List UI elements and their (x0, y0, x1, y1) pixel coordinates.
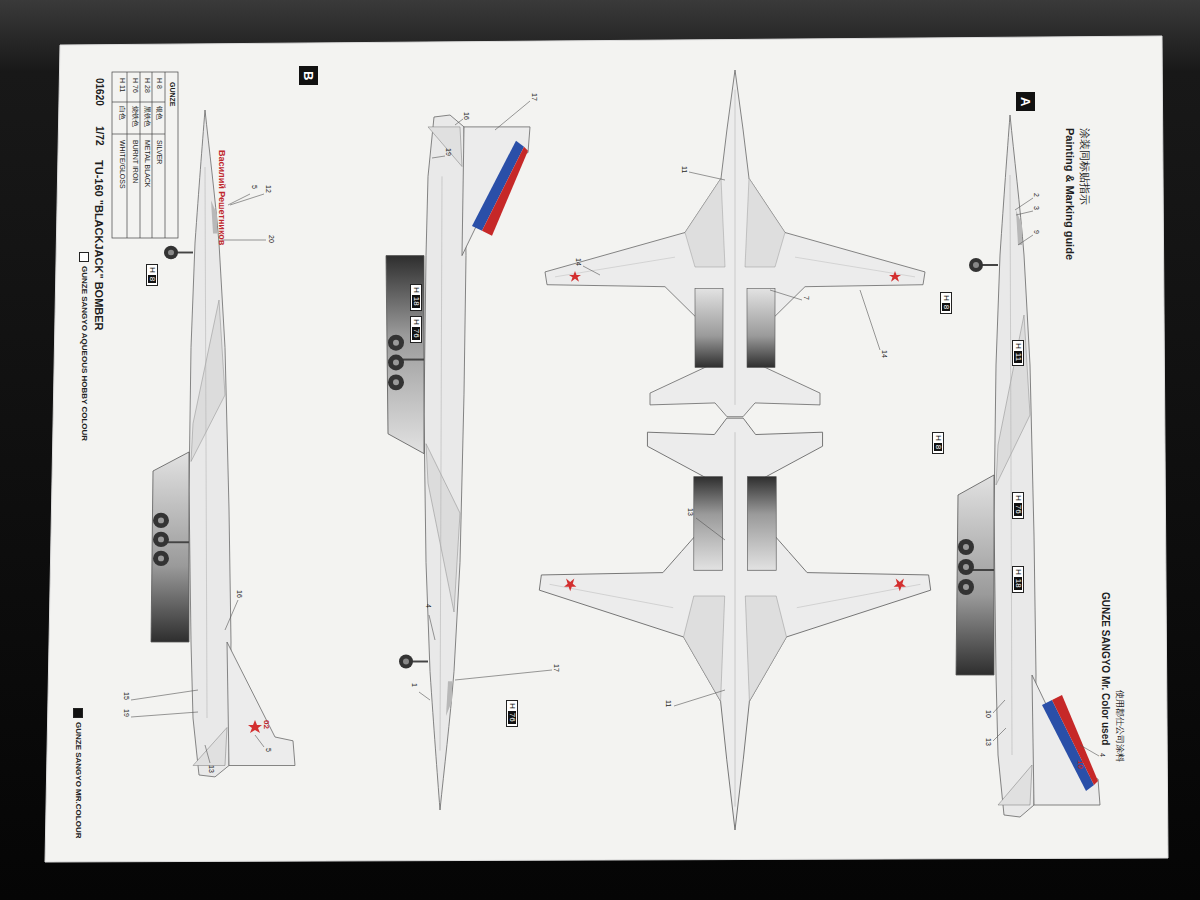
fin-flag (1042, 695, 1098, 791)
paint-code: H 11 (119, 78, 126, 92)
callout-number: 15 (123, 692, 130, 700)
callout-number: 20 (268, 235, 275, 243)
fin-star (248, 720, 262, 733)
callout-number: 5 (251, 185, 258, 189)
color-name: METAL BLACK (144, 140, 151, 187)
callout-number: 11 (665, 700, 672, 707)
callout-number: 14 (575, 258, 582, 266)
callout-number: 17 (553, 664, 560, 672)
side-view-a (956, 115, 1100, 817)
color-name-cn: 黑铁色 (144, 106, 151, 127)
instruction-sheet (45, 36, 1168, 862)
tail-number: 02 (262, 720, 270, 729)
paint-callout: H8 (940, 292, 952, 314)
color-name-cn: 烧铁色 (132, 106, 139, 127)
callout-number: 13 (687, 508, 694, 516)
color-name: WHITE/GLOSS (119, 140, 126, 189)
callout-number: 16 (236, 590, 243, 598)
paint-code: H 28 (144, 78, 151, 93)
tail-number: 10 (1076, 760, 1084, 769)
callout-number: 11 (681, 166, 688, 173)
callout-letter: H (934, 435, 942, 441)
paint-callout: H 76 (506, 700, 518, 727)
callout-number: 16 (463, 112, 470, 120)
callout-number: 5 (265, 748, 272, 752)
callout-number: 76 (1014, 503, 1022, 516)
scale: 1/72 (94, 126, 104, 145)
legend-text: GUNZE SANGYO AQUEOUS HOBBY COLOUR (80, 266, 88, 441)
sheet-letter-box: B (299, 66, 318, 85)
sheet-letter-box: A (1016, 92, 1035, 111)
top-view (545, 70, 925, 417)
leader-lines (131, 101, 1099, 763)
color-name: SILVER (156, 140, 163, 164)
callout-number: 12 (265, 185, 272, 193)
callout-letter: H (1014, 569, 1022, 575)
callout-number: 8 (148, 275, 156, 283)
paint-callout: H8 (146, 264, 158, 286)
callout-number: 4 (425, 604, 432, 608)
legend-text: GUNZE SANGYO MR.COLOUR (74, 722, 82, 838)
callout-number: 19 (123, 709, 130, 717)
callout-number: 14 (881, 350, 888, 358)
paint-code: H 8 (156, 78, 163, 89)
paint-callout: H 18 (410, 284, 422, 311)
callout-number: 4 (1099, 753, 1106, 757)
sheet-heading: Painting & Marking guide (1064, 128, 1075, 260)
aircraft-name: Василий Решетников (217, 150, 226, 245)
callout-letter: A (1018, 97, 1033, 106)
paint-code: H 76 (132, 78, 139, 93)
callout-number: 9 (1033, 230, 1040, 234)
fin-flag (472, 141, 528, 236)
callout-number: 1 (411, 683, 418, 687)
paint-callout: H 18 (1012, 566, 1024, 593)
callout-number: 18 (412, 295, 420, 308)
paint-callout: H 76 (1012, 492, 1024, 519)
callout-number: 18 (1014, 577, 1022, 590)
side-view-mirror (386, 115, 530, 810)
color-name-cn: 白色 (119, 106, 126, 120)
paint-brand-note-cn: 使用郡仕公司涂料 (1115, 690, 1124, 762)
callout-letter: H (1014, 343, 1022, 349)
paint-callout: H8 (932, 432, 944, 454)
catalog-number: 01620 (94, 78, 104, 106)
bottom-view (539, 418, 930, 830)
legend-sample (79, 252, 89, 262)
paint-callout: H 76 (410, 316, 422, 343)
callout-number: 76 (508, 711, 516, 724)
callout-number: 11 (1014, 351, 1022, 363)
paint-callout: H 11 (1012, 340, 1024, 366)
callout-number: 7 (803, 296, 810, 300)
callout-letter: B (301, 71, 316, 80)
callout-number: 13 (985, 738, 992, 746)
color-name: BURNT IRON (132, 140, 139, 183)
callout-number: 17 (531, 93, 538, 101)
callout-letter: H (412, 287, 420, 293)
callout-letter: H (1014, 495, 1022, 501)
callout-number: 76 (412, 327, 420, 340)
callout-letter: H (412, 319, 420, 325)
callout-number: 13 (208, 765, 215, 773)
callout-letter: H (942, 295, 950, 301)
kit-title: TU-160 "BLACKJACK" BOMBER (93, 160, 104, 331)
legend-item: GUNZE SANGYO MR.COLOUR (73, 708, 83, 838)
callout-letter: H (148, 267, 156, 273)
legend-item: GUNZE SANGYO AQUEOUS HOBBY COLOUR (79, 252, 89, 441)
callout-number: 19 (445, 148, 452, 156)
legend-sample (73, 708, 83, 718)
color-table (112, 72, 178, 238)
callout-number: 8 (942, 303, 950, 311)
side-view-b (151, 110, 295, 777)
callout-number: 8 (934, 443, 942, 451)
color-name-cn: 银色 (156, 106, 163, 120)
callout-number: 3 (1033, 206, 1040, 210)
paint-brand-note: GUNZE SANGYO Mr. Color used (1100, 592, 1110, 745)
sheet-heading-cn: 涂装同标贴指示 (1079, 128, 1090, 205)
callout-letter: H (508, 703, 516, 709)
table-header: GUNZE (169, 82, 176, 107)
callout-number: 10 (985, 710, 992, 718)
callout-number: 2 (1033, 193, 1040, 197)
